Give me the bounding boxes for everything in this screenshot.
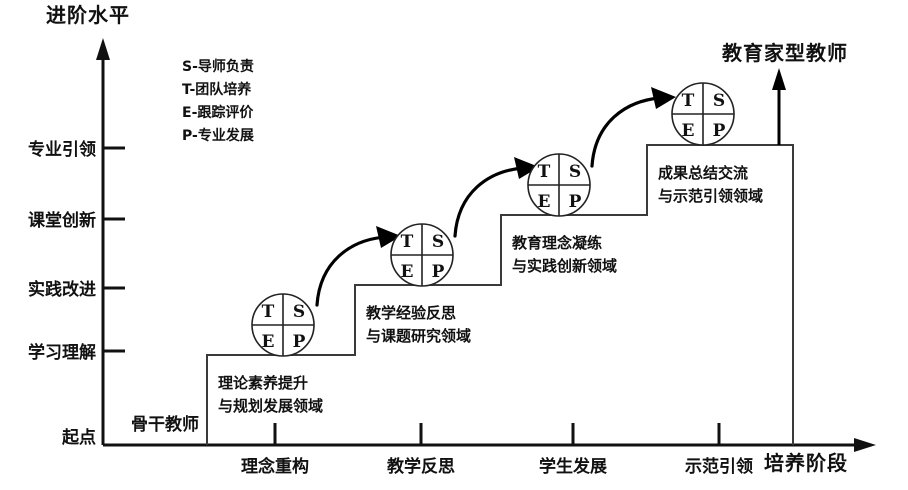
transition-arrow-2 — [453, 157, 539, 238]
y-tick-label-1: 专业引领 — [28, 139, 96, 160]
node-3-letter-P: P — [569, 192, 582, 212]
x-axis-title: 培养阶段 — [764, 451, 848, 475]
step-caption-4-line1: 成果总结交流 — [658, 164, 748, 182]
y-tick-label-3: 实践改进 — [28, 279, 96, 300]
node-3-letter-E: E — [538, 192, 551, 212]
step-caption-1-line2: 与规划发展领域 — [218, 397, 323, 415]
node-4-letter-T: T — [682, 91, 695, 111]
node-stage-1[interactable]: T S E P — [251, 293, 315, 357]
node-1-letter-T: T — [262, 302, 275, 322]
step-caption-4-line2: 与示范引领领域 — [658, 187, 763, 205]
node-2-letter-E: E — [401, 262, 414, 282]
node-2-letter-P: P — [432, 262, 445, 282]
step-caption-2: 教学经验反思 与课题研究领域 — [365, 304, 471, 345]
node-1-letter-E: E — [262, 332, 275, 352]
node-stage-4[interactable]: T S E P — [671, 82, 735, 146]
node-1-letter-P: P — [293, 332, 306, 352]
x-tick-label-3: 学生发展 — [539, 456, 607, 477]
transition-arrow-1 — [315, 226, 401, 307]
node-2-letter-S: S — [432, 232, 444, 252]
transition-arrow-3-head — [651, 87, 676, 109]
node-3-letter-S: S — [569, 162, 581, 182]
legend-item-T: T-团队培养 — [182, 81, 252, 98]
step-caption-3-line2: 与实践创新领域 — [512, 257, 617, 275]
step-caption-2-line2: 与课题研究领域 — [366, 327, 471, 345]
node-4-letter-E: E — [682, 121, 695, 141]
node-2-letter-T: T — [401, 232, 414, 252]
legend-group: S-导师负责 T-团队培养 E-跟踪评价 P-专业发展 — [182, 58, 254, 144]
step-caption-4: 成果总结交流 与示范引领领域 — [658, 164, 763, 205]
step-caption-3-line1: 教育理念凝练 — [511, 234, 602, 252]
step-caption-2-line1: 教学经验反思 — [365, 304, 456, 322]
x-tick-label-4: 示范引领 — [685, 456, 753, 477]
origin-label: 起点 — [61, 427, 96, 448]
node-stage-3[interactable]: T S E P — [527, 153, 591, 217]
node-3-letter-T: T — [538, 162, 551, 182]
node-stage-2[interactable]: T S E P — [390, 223, 454, 287]
transition-arrow-2-head — [514, 157, 539, 179]
legend-item-E: E-跟踪评价 — [182, 104, 254, 121]
y-tick-label-4: 学习理解 — [28, 342, 96, 363]
axes-group — [96, 38, 876, 452]
transition-arrow-1-head — [376, 226, 401, 248]
x-tick-label-1: 理念重构 — [241, 456, 309, 477]
y-axis-title: 进阶水平 — [46, 3, 130, 27]
node-4-letter-S: S — [713, 91, 725, 111]
top-label: 教育家型教师 — [722, 41, 848, 65]
start-label: 骨干教师 — [131, 414, 199, 435]
final-up-arrow-head — [772, 68, 786, 90]
y-tick-label-2: 课堂创新 — [28, 210, 96, 231]
step-caption-1: 理论素养提升 与规划发展领域 — [218, 374, 323, 415]
x-axis-arrowhead — [854, 438, 876, 452]
transition-arrow-3 — [590, 87, 676, 168]
step-caption-3: 教育理念凝练 与实践创新领域 — [511, 234, 617, 275]
node-1-letter-S: S — [293, 302, 305, 322]
node-4-letter-P: P — [713, 121, 726, 141]
legend-item-P: P-专业发展 — [182, 127, 254, 144]
y-axis-arrowhead — [96, 38, 110, 60]
step-caption-1-line1: 理论素养提升 — [218, 374, 308, 392]
legend-item-S: S-导师负责 — [182, 58, 254, 75]
x-tick-label-2: 教学反思 — [386, 456, 455, 477]
